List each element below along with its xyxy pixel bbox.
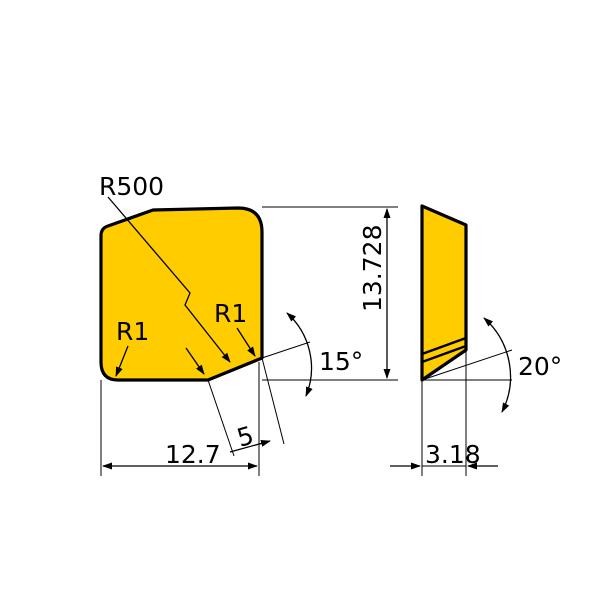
r500-leader	[107, 196, 231, 363]
label-width: 12.7	[165, 440, 221, 469]
label-r1-left: R1	[116, 317, 149, 346]
clearance-angle-arc	[483, 317, 512, 413]
label-chamfer-length: 5	[234, 421, 257, 453]
chamfer-ext-2	[261, 357, 285, 445]
label-chamfer-angle: 15°	[319, 347, 363, 376]
chamfer-dimension-line	[229, 440, 271, 453]
insert-front-view	[99, 206, 264, 382]
label-r1-right: R1	[214, 299, 247, 328]
label-height: 13.728	[358, 225, 387, 312]
chamfer-angle-ext	[261, 341, 311, 359]
chamfer-angle-arc	[286, 312, 313, 397]
r1-left-leader	[115, 345, 129, 377]
chamfer-start-arrow	[185, 347, 205, 375]
label-r500: R500	[99, 172, 164, 201]
side-view-chamfer-line-2	[421, 344, 467, 364]
r1-right-leader	[236, 327, 256, 357]
chamfer-ext-1	[207, 379, 235, 457]
label-thickness: 3.18	[425, 440, 481, 469]
side-view-chamfer-line-1	[421, 336, 467, 356]
label-clearance-angle: 20°	[518, 352, 562, 381]
